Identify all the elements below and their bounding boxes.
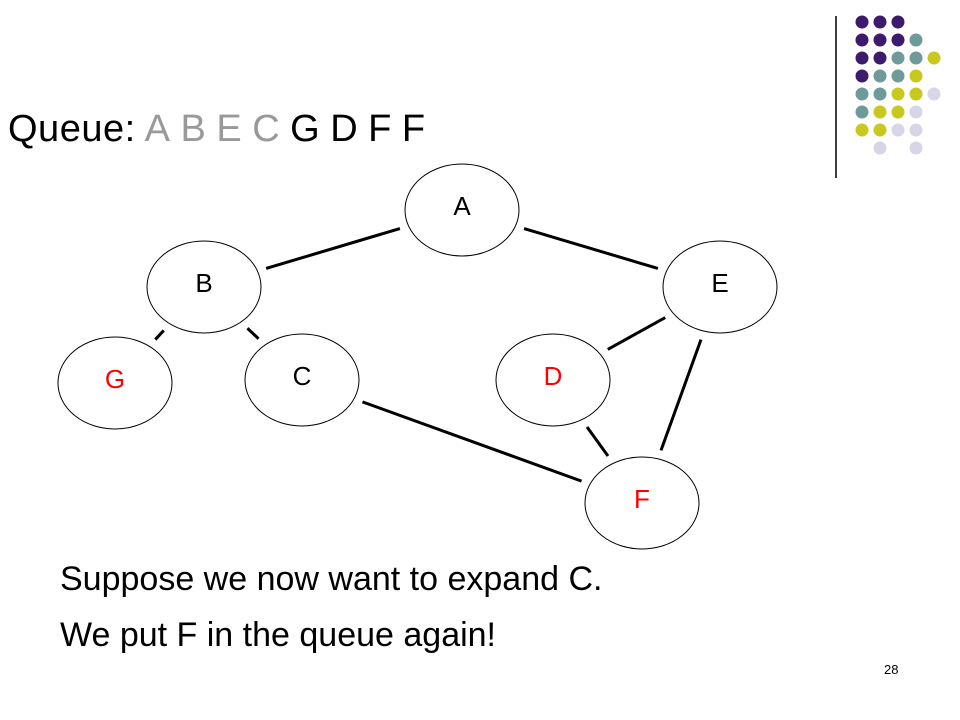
decorative-dot <box>873 141 887 155</box>
graph-edges <box>154 227 703 483</box>
decorative-dot <box>855 123 869 137</box>
decorative-dot <box>891 15 905 29</box>
node-label: G <box>105 364 125 394</box>
node-label: F <box>634 484 650 514</box>
edge-e-d <box>607 316 666 351</box>
node-circle <box>662 240 778 334</box>
decorative-dot <box>891 33 905 47</box>
queue-item: A <box>144 108 171 150</box>
decorative-dot <box>873 15 887 29</box>
queue-item: F <box>401 108 426 150</box>
node-circle <box>146 240 262 334</box>
graph-nodes: A B E G C D F <box>57 163 778 550</box>
decorative-dot <box>909 87 923 101</box>
queue-item: E <box>216 108 243 150</box>
queue-item: F <box>368 108 392 150</box>
node-label: B <box>195 268 212 298</box>
decorative-dot <box>855 69 869 83</box>
node-circle <box>495 333 611 427</box>
graph-node-a: A <box>404 163 520 257</box>
decorative-dot <box>909 123 923 137</box>
graph-node-e: E <box>662 240 778 334</box>
edge-b-g <box>154 329 165 341</box>
edge-b-c <box>246 327 260 340</box>
decorative-dot <box>909 51 923 65</box>
decorative-dot <box>909 69 923 83</box>
decorative-dot <box>891 69 905 83</box>
node-label: D <box>544 361 563 391</box>
node-circle <box>584 456 700 550</box>
decorative-dot <box>873 105 887 119</box>
decorative-dot <box>855 105 869 119</box>
queue-item: B <box>180 108 207 150</box>
decorative-dot <box>855 51 869 65</box>
body-text-line-1: Suppose we now want to expand C. <box>60 560 603 598</box>
decorative-dot <box>855 87 869 101</box>
graph-node-f: F <box>584 456 700 550</box>
decorative-dot <box>873 123 887 137</box>
edge-d-f <box>585 426 610 457</box>
node-circle <box>57 336 173 430</box>
decorative-dot <box>909 141 923 155</box>
queue-item: C <box>252 108 281 150</box>
decorative-dot <box>891 123 905 137</box>
graph-node-c: C <box>244 333 360 427</box>
edge-e-f <box>659 339 703 451</box>
decorative-dot <box>855 33 869 47</box>
node-label: E <box>711 268 728 298</box>
queue-item: G <box>290 108 321 150</box>
graph-node-d: D <box>495 333 611 427</box>
decorative-dot-grid <box>855 15 941 155</box>
node-circle <box>244 333 360 427</box>
decorative-dot <box>891 51 905 65</box>
decorative-dot <box>927 51 941 65</box>
node-label: C <box>293 361 312 391</box>
decorative-dot <box>873 87 887 101</box>
graph-node-g: G <box>57 336 173 430</box>
decorative-dot <box>873 33 887 47</box>
decorative-dot <box>855 15 869 29</box>
node-circle <box>404 163 520 257</box>
decorative-dot <box>891 105 905 119</box>
queue-item: D <box>330 108 359 150</box>
body-text-line-2: We put F in the queue again! <box>60 616 497 654</box>
queue-label: Queue: <box>8 108 136 150</box>
edge-a-e <box>523 227 659 270</box>
edge-a-b <box>265 227 401 270</box>
node-label: A <box>453 191 471 221</box>
decorative-dot <box>873 51 887 65</box>
decorative-dot <box>873 69 887 83</box>
decorative-dot <box>927 87 941 101</box>
page-number: 28 <box>884 662 899 677</box>
decorative-dot <box>909 105 923 119</box>
graph-node-b: B <box>146 240 262 334</box>
decorative-dot <box>891 87 905 101</box>
decorative-dot <box>909 33 923 47</box>
edge-c-f <box>361 400 583 483</box>
